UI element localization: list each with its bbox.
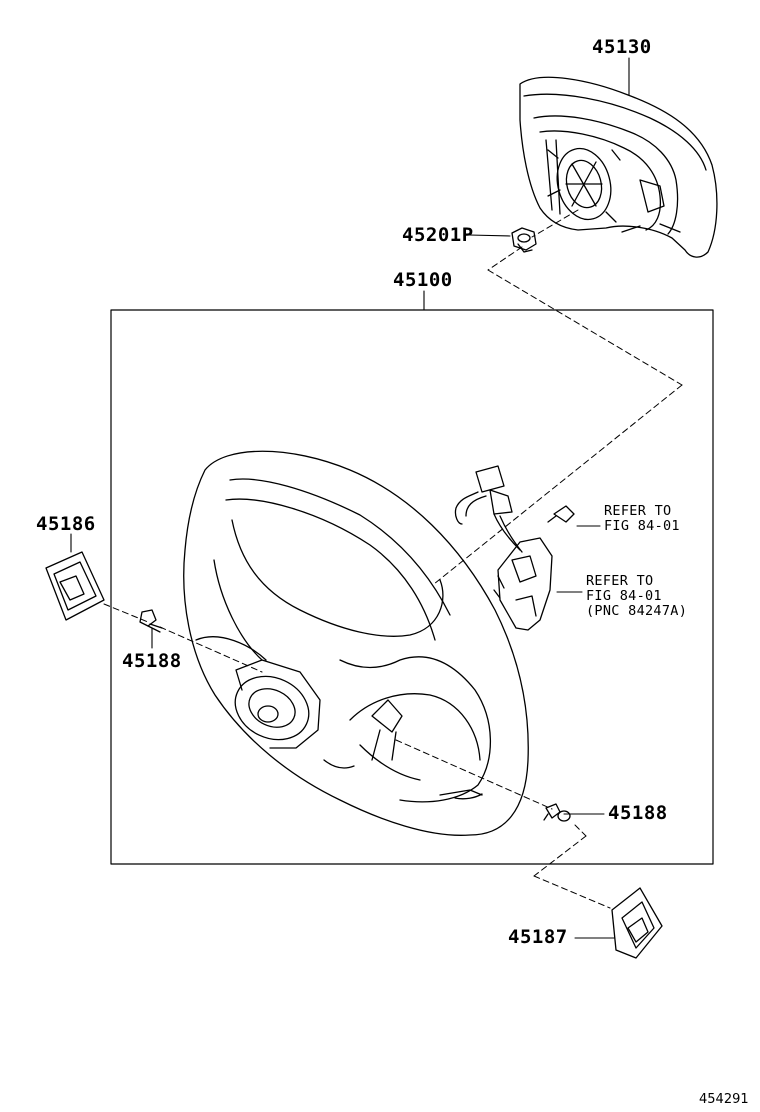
label-45186: 45186 — [36, 513, 96, 535]
label-45187: 45187 — [508, 926, 568, 948]
refer-note-upper-line1: REFER TO — [604, 503, 672, 519]
steering-wheel-drawing — [183, 450, 529, 836]
figure-number: 454291 — [699, 1092, 749, 1107]
label-45188-left: 45188 — [122, 650, 182, 672]
refer-note-lower-line2: FIG 84-01 — [586, 588, 662, 604]
cover-left-drawing — [45, 551, 105, 621]
label-45188-right: 45188 — [608, 802, 668, 824]
refer-note-lower-line1: REFER TO — [586, 573, 654, 589]
label-45130: 45130 — [592, 36, 652, 58]
screw-left-drawing — [139, 609, 163, 633]
dashed-lines — [103, 209, 683, 909]
refer-note-lower: REFER TO FIG 84-01 (PNC 84247A) — [586, 574, 687, 619]
assembly-frame — [110, 309, 714, 865]
refer-note-upper: REFER TO FIG 84-01 — [604, 504, 680, 534]
pad-nut-drawing — [511, 227, 537, 253]
cover-right-drawing — [611, 887, 663, 959]
airbag-pad-drawing — [519, 76, 718, 258]
refer-note-lower-line3: (PNC 84247A) — [586, 603, 688, 619]
screw-right-drawing — [543, 803, 571, 822]
leader-lines — [70, 57, 630, 939]
switch-assembly-drawing — [454, 465, 575, 631]
refer-note-upper-line2: FIG 84-01 — [604, 518, 680, 534]
label-45100: 45100 — [393, 269, 453, 291]
label-45201p: 45201P — [402, 224, 474, 246]
